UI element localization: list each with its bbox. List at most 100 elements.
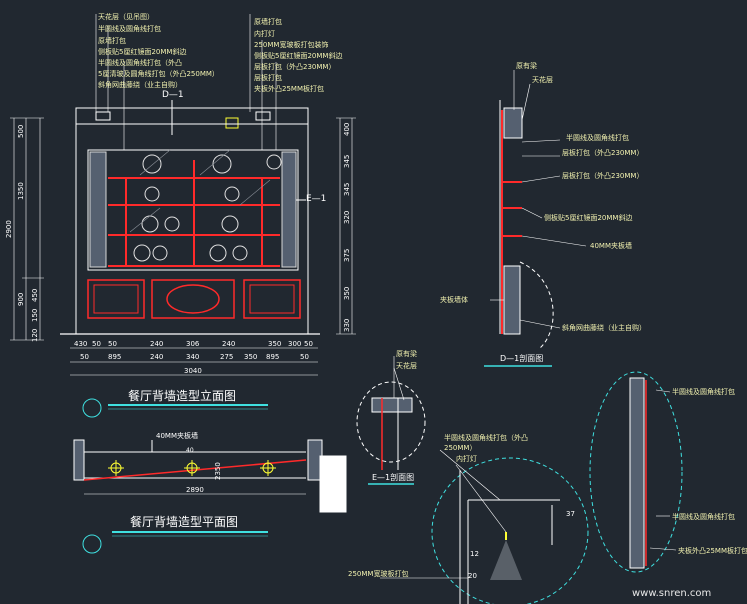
dim-bottom2-4: 340 (186, 353, 199, 361)
side-panel-right (281, 151, 297, 268)
dim-bottom2-2: 895 (108, 353, 121, 361)
plan-view: 40MM夹板墙 40 2350 2890 餐厅背墙造型平面图 (73, 431, 347, 554)
dim-bottom-4: 240 (150, 340, 163, 348)
top-notes-right: 原墙打包 内打灯 250MM宽玻板打包装饰 侧板贴5厘红镜面20MM斜边 层板打… (254, 17, 342, 93)
d1-label-4: 层板打包（外凸230MM） (562, 148, 643, 157)
side-panel-left (89, 151, 107, 268)
section-d1-callout-curve (519, 261, 554, 349)
top-note-4: 侧板贴5厘红镜面20MM斜边 (98, 47, 186, 56)
top-note-r3: 250MM宽玻板打包装饰 (254, 40, 328, 49)
dim-right-5: 375 (343, 249, 351, 262)
red-shelves (108, 160, 280, 267)
top-note-r2: 内打灯 (254, 29, 275, 38)
dim-bottom-5: 306 (186, 340, 200, 348)
ceiling-label-4: 250MM宽玻板打包 (348, 569, 408, 578)
decorative-vases (133, 154, 282, 262)
bottom-dimensions: 430 50 50 240 306 240 350 300 50 50 895 … (74, 340, 313, 375)
bottom-dimension-lines (70, 347, 318, 376)
plan-column (319, 455, 347, 513)
dim-bottom-8: 300 (288, 340, 301, 348)
dim-left-2: 1350 (17, 182, 25, 200)
section-d1: 原有梁 天花层 半圆线及圆角线打包 层板打包（外凸230MM） 层板打包（外凸2… (440, 61, 646, 367)
light-marker (225, 117, 239, 129)
dim-left-total: 2900 (5, 220, 13, 238)
dim-left-6: 450 (31, 289, 39, 302)
top-note-2: 半圆线及圆角线打包 (98, 24, 161, 33)
right-label-1: 半圆线及圆角线打包 (672, 387, 735, 396)
section-e1-title: E—1剖面图 (372, 472, 414, 482)
section-d1-labels: 原有梁 天花层 半圆线及圆角线打包 层板打包（外凸230MM） 层板打包（外凸2… (440, 61, 646, 332)
d1-label-2: 天花层 (532, 75, 553, 84)
right-detail-leaders (649, 389, 677, 551)
section-e1: 原有梁 天花层 E—1剖面图 (356, 349, 426, 485)
top-note-r5: 层板打包（外凸230MM） (254, 62, 335, 71)
top-note-5: 半圆线及圆角线打包（外凸 (98, 58, 182, 67)
top-note-6: 5厘清玻及圆角线打包（外凸250MM） (98, 69, 219, 78)
ceiling-label-3: 内打灯 (456, 454, 477, 463)
right-detail-wall (629, 377, 645, 569)
plan-light-fixtures (108, 460, 276, 476)
plan-dim-depth: 2350 (214, 462, 222, 480)
d1-label-3: 半圆线及圆角线打包 (566, 133, 629, 142)
dim-right-2: 345 (343, 155, 351, 168)
dim-bottom-6: 240 (222, 340, 235, 348)
section-e1-beam (371, 397, 413, 413)
dim-bottom2-1: 50 (80, 353, 89, 361)
e1-label-1: 原有梁 (396, 349, 417, 358)
ceiling-dim-3: 20 (468, 572, 477, 580)
dim-left-1: 500 (17, 125, 25, 138)
section-d1-beam (503, 107, 523, 139)
ceiling-label-2: 250MM） (444, 444, 476, 452)
dim-right-4: 320 (343, 211, 351, 224)
d1-label-7: 40MM夹板墙 (590, 241, 632, 250)
right-detail-labels: 半圆线及圆角线打包 半圆线及圆角线打包 夹板外凸25MM板打包 (672, 387, 747, 555)
plan-note: 40MM夹板墙 (156, 431, 198, 440)
dim-right-7: 330 (343, 319, 351, 332)
section-marker-e1: E—1 (306, 194, 326, 204)
dim-bottom2-5: 275 (220, 353, 233, 361)
top-note-leaders (95, 14, 277, 150)
plan-title-block: 餐厅背墙造型平面图 (82, 514, 268, 554)
dim-bottom-9: 50 (304, 340, 313, 348)
top-note-1: 天花层（见吊图） (98, 12, 154, 21)
left-dimensions: 2900 500 1350 900 120 150 450 (5, 125, 39, 342)
lower-panel-right-inner (249, 284, 295, 314)
d1-label-9: 斜角网曲藤绕（业主自购） (562, 323, 646, 332)
light-cone (490, 540, 522, 580)
dim-bottom-2: 50 (92, 340, 101, 348)
dim-left-3: 900 (17, 293, 25, 306)
lower-panel-left (87, 279, 145, 319)
cabinet-frame (87, 149, 299, 271)
top-note-r7: 夹板外凸25MM板打包 (254, 84, 324, 93)
section-e1-leaders (393, 356, 405, 401)
elevation-view: D—1 E—1 天花层（见吊图） 半圆线及圆角线打包 原墙打包 侧板贴5厘红镜面… (5, 12, 356, 418)
dim-bottom2-3: 240 (150, 353, 163, 361)
plan-title: 餐厅背墙造型平面图 (130, 514, 238, 529)
right-label-2: 半圆线及圆角线打包 (672, 512, 735, 521)
watermark: www.snren.com (632, 588, 711, 599)
d1-label-6: 侧板贴5厘红镜面20MM斜边 (544, 213, 632, 222)
ceiling-label-1: 半圆线及圆角线打包（外凸 (444, 433, 528, 442)
dim-bottom-7: 350 (268, 340, 281, 348)
lower-panel-right (243, 279, 301, 319)
e1-label-2: 天花层 (396, 361, 417, 370)
ceiling-band (75, 107, 309, 125)
dim-bottom2-6: 350 (244, 353, 257, 361)
top-note-3: 原墙打包 (98, 36, 126, 45)
ceiling-detail-right (255, 111, 271, 121)
right-dimension-lines (336, 117, 356, 335)
top-note-r6: 层板打包 (254, 73, 282, 82)
d1-label-5: 层板打包（外凸230MM） (562, 171, 643, 180)
elevation-title-block: 餐厅背墙造型立面图 (82, 388, 268, 418)
ceiling-detail-leaders (380, 449, 507, 579)
dim-right-6: 350 (343, 287, 351, 300)
section-marker-d1: D—1 (162, 90, 184, 100)
center-oval (166, 284, 220, 314)
glass-hatch (129, 149, 271, 233)
right-dimensions: 400 345 345 320 375 350 330 (343, 123, 351, 332)
dim-left-4: 120 (31, 329, 39, 342)
section-d1-wall-body (503, 265, 521, 335)
top-note-7: 斜角网曲藤绕（业主自购） (98, 80, 182, 89)
lower-panel-left-inner (93, 284, 139, 314)
dim-bottom-3: 50 (108, 340, 117, 348)
